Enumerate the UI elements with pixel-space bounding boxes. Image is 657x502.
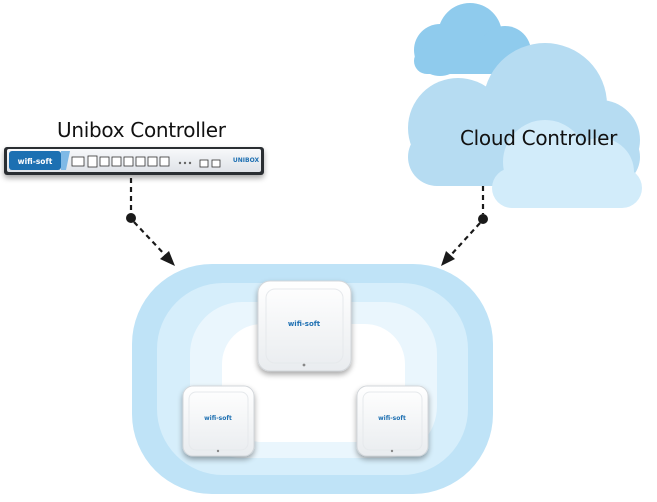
access-point-right: wifi-soft — [356, 385, 429, 457]
unibox-link-arrow — [126, 178, 175, 266]
access-point-right-brand: wifi-soft — [378, 415, 406, 422]
unibox-device-icon: wifi-soft UNIBOX — [4, 147, 264, 175]
access-point-right-led-icon — [390, 449, 394, 453]
access-point-top: wifi-soft — [257, 280, 352, 372]
cloud-controller-title: Cloud Controller — [460, 126, 618, 150]
cloud-arrow-head-icon — [441, 251, 455, 266]
access-point-left-brand: wifi-soft — [204, 415, 232, 422]
unibox-model-text: UNIBOX — [233, 157, 260, 164]
unibox-arrow-head-icon — [160, 251, 175, 266]
unibox-ports-icon — [71, 155, 221, 168]
unibox-brand-text: wifi-soft — [18, 157, 53, 166]
cloud-link-arrow — [441, 186, 488, 266]
unibox-brand-plate — [9, 151, 61, 170]
unibox-controller-title: Unibox Controller — [57, 118, 226, 142]
access-point-top-led-icon — [302, 363, 306, 367]
access-point-left-led-icon — [216, 449, 220, 453]
unibox-connector-dot-icon — [126, 213, 136, 223]
cloud-front-icon — [492, 120, 642, 208]
access-point-top-brand: wifi-soft — [288, 320, 321, 328]
unibox-leds-icon — [178, 161, 192, 165]
cloud-icon — [408, 3, 642, 208]
access-point-left: wifi-soft — [182, 385, 255, 457]
cloud-connector-dot-icon — [478, 214, 488, 224]
